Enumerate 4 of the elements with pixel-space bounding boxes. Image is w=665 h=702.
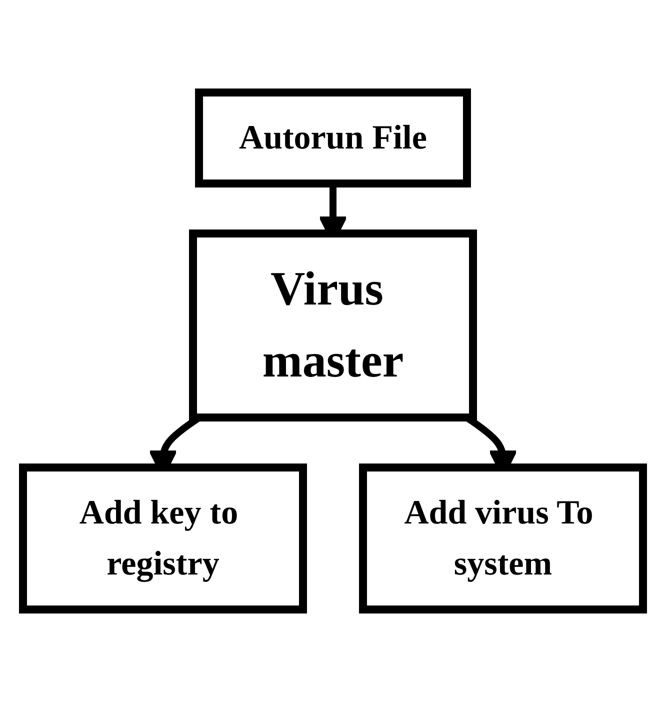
node-box: Add key to registry: [18, 464, 306, 614]
node-box: Autorun File: [194, 88, 470, 188]
node-box: Add virus To system: [358, 464, 646, 614]
node-box: Virus master: [188, 230, 476, 422]
